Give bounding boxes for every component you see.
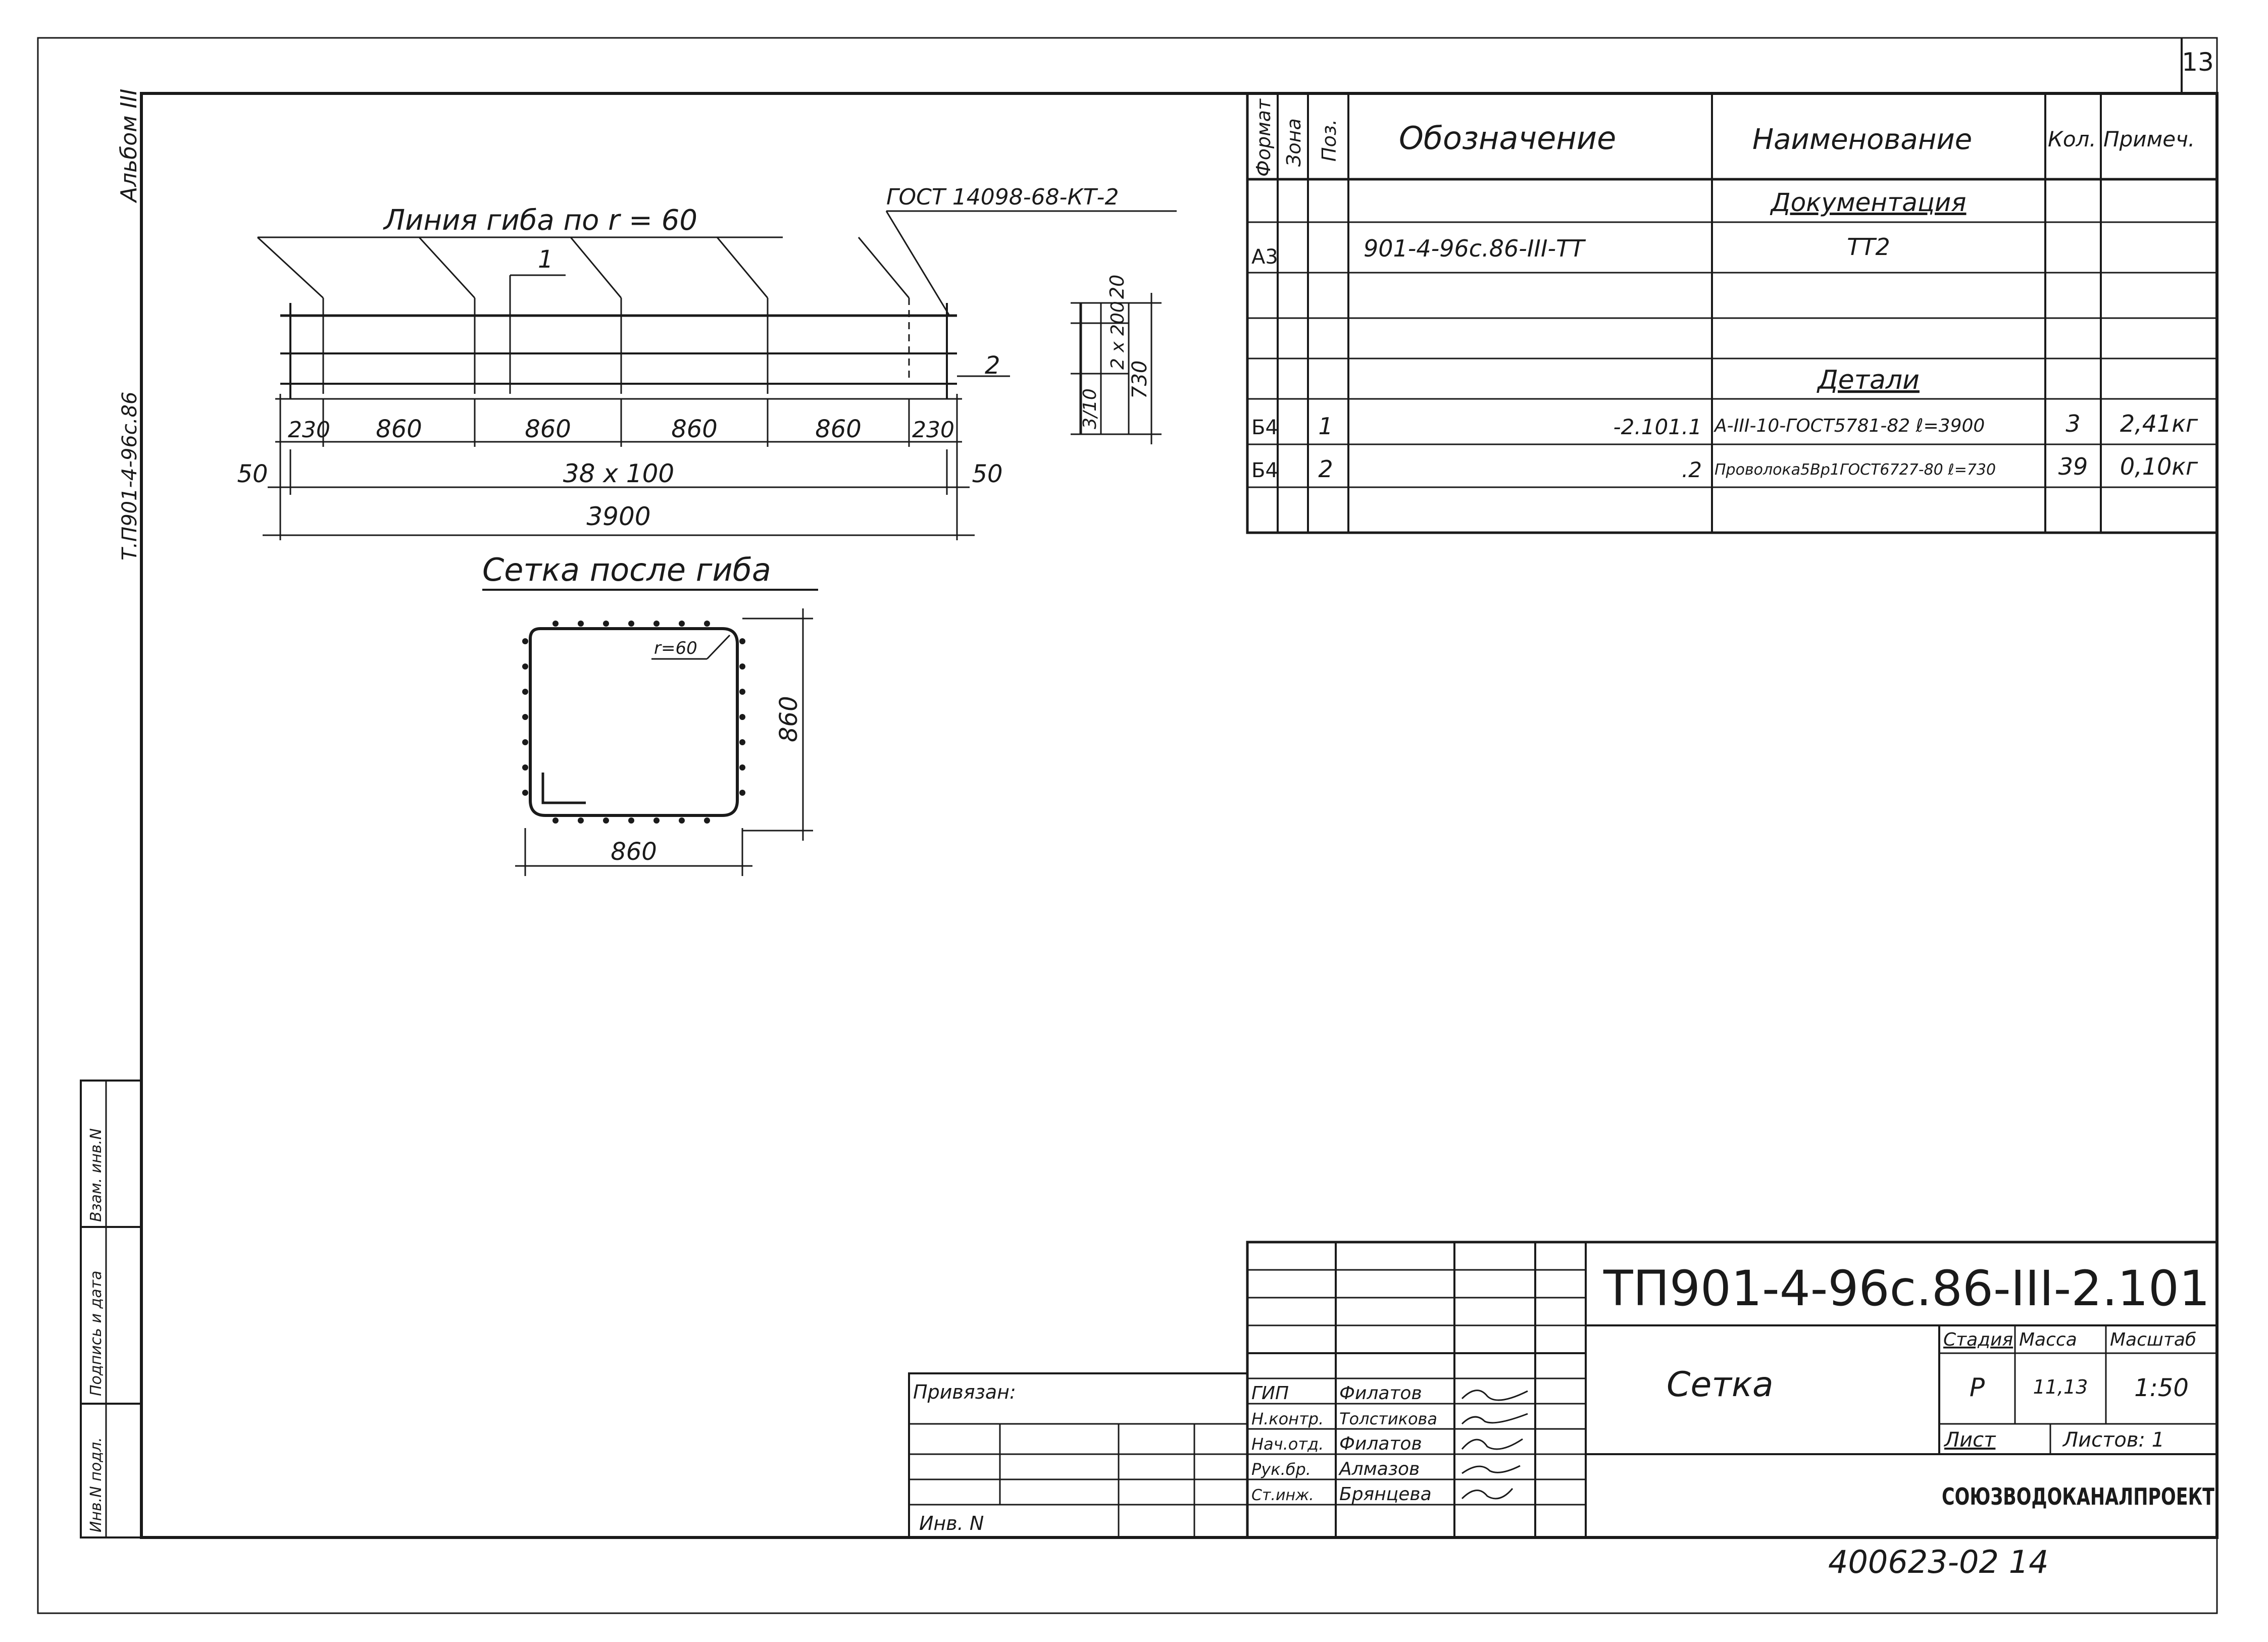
mesh-after-bend-view: Сетка после гиба r=60 860 860 xyxy=(482,551,818,876)
dim-860-2: 860 xyxy=(525,415,571,443)
person-role-1: ГИП xyxy=(1251,1383,1289,1404)
header-note: Примеч. xyxy=(2103,127,2195,151)
row-doc-name: ТТ2 xyxy=(1847,233,1890,261)
person-name-4: Алмазов xyxy=(1338,1459,1420,1479)
person-role-3: Нач.отд. xyxy=(1251,1434,1324,1454)
square-height-dim: 860 xyxy=(775,696,803,742)
binding-box: Привязан: Инв. N xyxy=(908,1372,1248,1538)
stage-label: Стадия xyxy=(1943,1329,2013,1350)
person-role-5: Ст.инж. xyxy=(1251,1486,1314,1504)
header-zone: Зона xyxy=(1283,118,1305,167)
row-doc-designation: 901-4-96с.86-III-ТТ xyxy=(1364,235,1586,262)
dim-860-1: 860 xyxy=(376,415,422,443)
gost-label: ГОСТ 14098-68-КТ-2 xyxy=(886,184,1119,210)
row-pos1-format: Б4 xyxy=(1251,416,1278,439)
mesh-flat-view: Линия гиба по r = 60 ГОСТ 14098-68-КТ-2 … xyxy=(237,184,1177,540)
radius-label: r=60 xyxy=(654,638,697,658)
row-pos2-note: 0,10кг xyxy=(2120,453,2198,480)
row-pos2-name: Проволока5Вр1ГОСТ6727-80 ℓ=730 xyxy=(1715,461,1996,479)
mesh-side-section: 20 3/10 2 х 200 730 xyxy=(1071,275,1162,444)
sheet-number: 13 xyxy=(2182,47,2214,77)
signature-3 xyxy=(1461,1438,1523,1450)
outer-border xyxy=(37,37,2218,1614)
sheet-label: Лист xyxy=(1943,1428,1996,1452)
row-pos1-designation: -2.101.1 xyxy=(1614,415,1702,439)
row-pos1-pos: 1 xyxy=(1318,413,1333,440)
section-documentation: Документация xyxy=(1770,188,1967,217)
sheets-count: Листов: 1 xyxy=(2062,1428,2164,1452)
row-pos1-note: 2,41кг xyxy=(2120,410,2198,437)
header-pos: Поз. xyxy=(1318,119,1340,162)
header-designation: Обозначение xyxy=(1399,120,1616,157)
spec-table: Формат Зона Поз. Обозначение Наименовани… xyxy=(1246,92,2219,534)
stamp-box-replaced: Взам. инв.N xyxy=(87,1128,105,1222)
scale-value: 1:50 xyxy=(2134,1374,2189,1402)
stage-value: Р xyxy=(1970,1373,1985,1402)
person-role-2: Н.контр. xyxy=(1251,1409,1324,1428)
row-doc-format: А3 xyxy=(1251,245,1278,269)
dim-860-3: 860 xyxy=(671,415,718,443)
organization-name: СОЮЗВОДОКАНАЛПРОЕКТ xyxy=(1942,1483,2214,1510)
sheet-number-box: 13 xyxy=(2181,38,2214,93)
side-dim-2x200: 2 х 200 xyxy=(1107,301,1128,370)
position-1-label: 1 xyxy=(538,245,553,274)
title-block: ТП901-4-96с.86-III-2.101 Сетка Стадия Ма… xyxy=(1246,1241,2219,1539)
side-dim-20: 20 xyxy=(1106,275,1128,299)
mass-value: 11,13 xyxy=(2033,1376,2088,1398)
section-details: Детали xyxy=(1817,365,1920,395)
frame-border xyxy=(140,92,2219,1539)
person-name-1: Филатов xyxy=(1339,1383,1422,1404)
row-pos1-name: А-III-10-ГОСТ5781-82 ℓ=3900 xyxy=(1713,416,1985,436)
row-pos2-pos: 2 xyxy=(1318,455,1333,483)
stamp-box-signature: Подпись и дата xyxy=(87,1271,105,1397)
dim-230-right: 230 xyxy=(912,417,954,443)
position-2-label: 2 xyxy=(985,351,1000,380)
header-qty: Кол. xyxy=(2048,127,2096,151)
person-role-4: Рук.бр. xyxy=(1251,1460,1311,1479)
square-width-dim: 860 xyxy=(611,838,657,866)
signature-5 xyxy=(1461,1488,1514,1500)
row-pos2-designation: .2 xyxy=(1682,457,1702,482)
left-margin: Альбом III Т.П901-4-96с.86 Взам. инв.N П… xyxy=(80,89,142,1538)
header-format: Формат xyxy=(1252,98,1275,177)
archive-number: 400623-02 14 xyxy=(1828,1544,2049,1580)
dim-50-left: 50 xyxy=(237,460,268,488)
row-pos1-qty: 3 xyxy=(2065,410,2080,437)
dim-50-right: 50 xyxy=(972,460,1002,488)
row-pos2-qty: 39 xyxy=(2058,453,2088,480)
scale-label: Масштаб xyxy=(2110,1329,2196,1350)
doc-code-vertical: Т.П901-4-96с.86 xyxy=(118,392,141,560)
header-name: Наименование xyxy=(1752,123,1972,156)
signature-4 xyxy=(1461,1465,1521,1474)
person-name-5: Брянцева xyxy=(1339,1484,1432,1505)
binding-label: Привязан: xyxy=(913,1381,1016,1403)
document-code: ТП901-4-96с.86-III-2.101 xyxy=(1603,1260,2210,1317)
row-pos2-format: Б4 xyxy=(1251,459,1278,482)
stamp-box-inventory: Инв.N подл. xyxy=(87,1437,105,1532)
dim-38x100: 38 х 100 xyxy=(563,459,674,488)
side-dim-3-10: 3/10 xyxy=(1080,388,1100,429)
person-name-2: Толстикова xyxy=(1339,1409,1437,1428)
dim-3900: 3900 xyxy=(586,502,650,531)
item-name: Сетка xyxy=(1667,1365,1774,1405)
signature-1 xyxy=(1461,1390,1528,1401)
after-bend-title: Сетка после гиба xyxy=(482,551,771,588)
inventory-label: Инв. N xyxy=(919,1512,984,1534)
side-dim-730: 730 xyxy=(1128,361,1151,399)
signature-2 xyxy=(1461,1413,1528,1425)
bend-line-label: Линия гиба по r = 60 xyxy=(383,204,697,237)
dim-860-4: 860 xyxy=(815,415,862,443)
mass-label: Масса xyxy=(2019,1329,2077,1350)
person-name-3: Филатов xyxy=(1339,1433,1422,1454)
album-label: Альбом III xyxy=(116,89,142,203)
